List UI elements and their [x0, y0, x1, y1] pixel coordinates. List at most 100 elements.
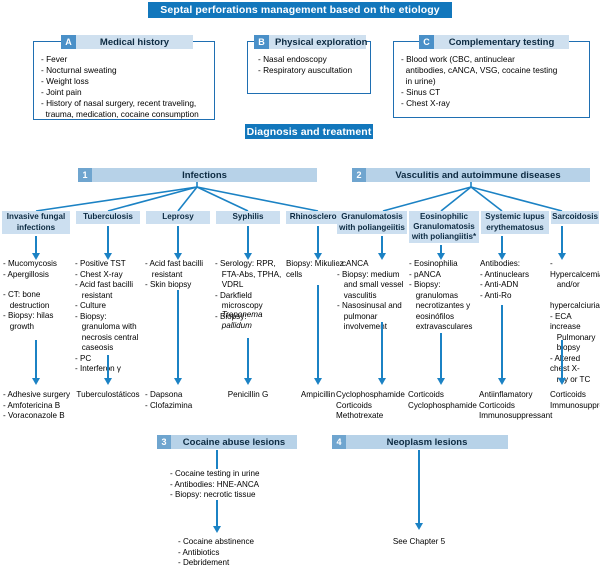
panel-b-header: B Physical exploration [254, 35, 367, 49]
diagnosis-text-eosinophilic: - Eosinophilia - pANCA - Biopsy: granulo… [409, 259, 473, 332]
treatment-text-granulomatosis: Cyclophosphamide Corticoids Methotrexate [336, 390, 405, 421]
arrow-line-cocaine-diagnosis [216, 450, 218, 469]
panel-b-badge: B [254, 35, 269, 49]
arrow-head-eosinophilic-diagnosis [436, 253, 445, 260]
disease-box-granulomatosis-with-poliangeiitis[interactable]: Granulomatosis with poliangeiitis [337, 211, 407, 234]
treatment-text-cocaine: - Cocaine abstinence - Antibiotics - Deb… [178, 537, 255, 568]
diagnosis-text-lupus: Antibodies: - Antinuclears - Anti-ADN - … [480, 259, 530, 300]
disease-box-rhinoscleroma[interactable]: Rhinoscleroma [286, 211, 352, 224]
arrow-line-eosinophilic-diagnosis [440, 245, 442, 255]
panel-c-items: - Blood work (CBC, antinuclear antibodie… [401, 54, 584, 109]
treatment-text-lupus: Antiinflamatory Corticoids Immunosuppres… [479, 390, 553, 421]
arrow-line-sarcoidosis-treatment [561, 340, 563, 382]
diagnosis-text-syphilis: - Serology: RPR, FTA-Abs, TPHA, VDRL - D… [215, 259, 282, 321]
disease-box-eosinophilic-granulomatosis[interactable]: Eosinophilic Granulomatosis with poliang… [409, 211, 479, 243]
section-4-badge: 4 [332, 435, 346, 449]
panel-c-header: C Complementary testing [419, 35, 569, 49]
disease-box-syphilis[interactable]: Syphilis [216, 211, 280, 224]
diagnosis-text-cocaine: - Cocaine testing in urine - Antibodies:… [170, 469, 260, 500]
connector-fan-vasculitis [382, 182, 563, 212]
disease-box-systemic-lupus-erythematosus[interactable]: Systemic lupus erythematosus [481, 211, 549, 234]
arrow-line-syphilis-diagnosis [247, 226, 249, 255]
arrow-head-syphilis-diagnosis [243, 253, 252, 260]
panel-a-header: A Medical history [61, 35, 193, 49]
diagnosis-text-syphilis-organism: Treponema pallidum [221, 310, 263, 330]
section-header-neoplasm: 4 Neoplasm lesions [332, 435, 508, 449]
diagnosis-text-tuberculosis: - Positive TST - Chest X-ray - Acid fast… [75, 259, 139, 374]
arrow-head-rhinoscleroma-diagnosis [313, 253, 322, 260]
panel-physical-exploration: B Physical exploration - Nasal endoscopy… [247, 35, 371, 94]
panel-c-list: - Blood work (CBC, antinuclear antibodie… [401, 54, 558, 108]
section-3-badge: 3 [157, 435, 171, 449]
arrow-line-leprosy-treatment [177, 290, 179, 382]
arrow-head-cocaine-treatment [212, 526, 221, 533]
diagnosis-text-rhinoscleroma: Biopsy: Mikulicz cells [286, 259, 344, 279]
arrow-head-sarcoidosis-diagnosis [557, 253, 566, 260]
arrow-line-leprosy-diagnosis [177, 226, 179, 255]
section-2-title: Vasculitis and autoimmune diseases [395, 169, 561, 181]
treatment-text-invasive-fungal: - Adhesive surgery - Amfotericina B - Vo… [3, 390, 71, 421]
disease-box-sarcoidosis[interactable]: Sarcoidosis [551, 211, 599, 224]
section-header-vasculitis: 2 Vasculitis and autoimmune diseases [352, 168, 590, 182]
section-1-badge: 1 [78, 168, 92, 182]
treatment-text-tuberculosis: Tuberculostáticos [76, 390, 140, 399]
arrow-head-granulomatosis-diagnosis [377, 253, 386, 260]
arrow-head-tuberculosis-diagnosis [103, 253, 112, 260]
arrow-line-cocaine-treatment [216, 500, 218, 530]
treatment-text-syphilis: Penicillin G [227, 390, 269, 399]
arrow-head-syphilis-treatment [243, 378, 252, 385]
arrow-head-rhinoscleroma-treatment [313, 378, 322, 385]
arrow-head-neoplasm-treatment [414, 523, 423, 530]
panel-a-list: - Fever - Nocturnal sweating - Weight lo… [41, 54, 199, 119]
diagnosis-text-invasive-fungal-2: - CT: bone destruction - Biopsy: hilas g… [3, 290, 54, 331]
arrow-line-lupus-diagnosis [501, 236, 503, 255]
arrow-head-granulomatosis-treatment [377, 378, 386, 385]
panel-a-badge: A [61, 35, 76, 49]
diagnosis-text-leprosy: - Acid fast bacilli resistant - Skin bio… [145, 259, 204, 290]
diagnosis-banner: Diagnosis and treatment [245, 124, 373, 139]
panel-medical-history: A Medical history - Fever - Nocturnal sw… [33, 35, 215, 120]
arrow-head-tuberculosis-treatment [103, 378, 112, 385]
panel-c-title: Complementary testing [448, 36, 555, 48]
section-2-badge: 2 [352, 168, 366, 182]
arrow-line-granulomatosis-treatment [381, 322, 383, 382]
section-header-cocaine-abuse: 3 Cocaine abuse lesions [157, 435, 297, 449]
disease-box-tuberculosis[interactable]: Tuberculosis [76, 211, 140, 224]
arrow-line-granulomatosis-diagnosis [381, 236, 383, 255]
arrow-head-lupus-diagnosis [497, 253, 506, 260]
arrow-line-fungal-diagnosis [35, 236, 37, 255]
panel-complementary-testing: C Complementary testing - Blood work (CB… [393, 35, 590, 118]
diagnosis-text-granulomatosis: - cANCA - Biopsy: medium and small vesse… [337, 259, 404, 332]
panel-b-items: - Nasal endoscopy - Respiratory ausculta… [258, 54, 365, 76]
arrow-line-lupus-treatment [501, 305, 503, 382]
diagnosis-text-sarcoidosis: - Hypercalcemia and/or hypercalciuria - … [550, 259, 600, 384]
panel-b-title: Physical exploration [275, 36, 368, 48]
disease-box-leprosy[interactable]: Leprosy [146, 211, 210, 224]
section-header-infections: 1 Infections [78, 168, 317, 182]
arrow-line-syphilis-treatment [247, 338, 249, 382]
arrow-head-leprosy-diagnosis [173, 253, 182, 260]
arrow-line-rhinoscleroma-diagnosis [317, 226, 319, 255]
diagnosis-text-invasive-fungal: - Mucomycosis - Apergillosis [3, 259, 57, 279]
arrow-line-rhinoscleroma-treatment [317, 285, 319, 382]
arrow-line-tuberculosis-treatment [107, 355, 109, 382]
page-title: Septal perforations management based on … [148, 2, 452, 18]
panel-a-title: Medical history [99, 36, 170, 48]
panel-c-badge: C [419, 35, 434, 49]
arrow-line-neoplasm-treatment [418, 450, 420, 526]
arrow-head-sarcoidosis-treatment [557, 378, 566, 385]
arrow-head-leprosy-treatment [173, 378, 182, 385]
arrow-head-lupus-treatment [497, 378, 506, 385]
arrow-line-eosinophilic-treatment [440, 333, 442, 382]
treatment-text-eosinophilic: Corticoids Cyclophosphamide [408, 390, 477, 410]
arrow-line-tuberculosis-diagnosis [107, 226, 109, 255]
connector-fan-infections [35, 182, 319, 212]
disease-box-invasive-fungal-infections[interactable]: Invasive fungal infections [2, 211, 70, 234]
section-4-title: Neoplasm lesions [386, 436, 468, 448]
treatment-text-sarcoidosis: Corticoids Immunosuppressant [550, 390, 600, 410]
section-3-title: Cocaine abuse lesions [182, 436, 286, 448]
panel-b-list: - Nasal endoscopy - Respiratory ausculta… [258, 54, 353, 75]
treatment-text-rhinoscleroma: Ampicillin [300, 390, 336, 399]
treatment-text-leprosy: - Dapsona - Clofazimina [145, 390, 193, 410]
arrow-head-eosinophilic-treatment [436, 378, 445, 385]
